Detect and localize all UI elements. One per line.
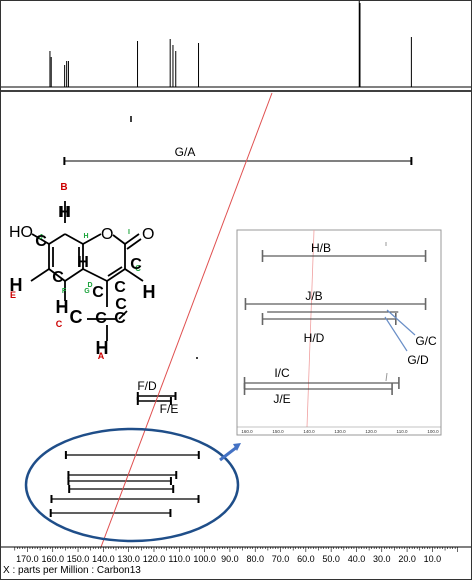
inset-correlation-label: H/D [304, 331, 325, 345]
atom-label: C [52, 269, 64, 286]
atom-label: C [70, 307, 83, 327]
axis-tick-label: 150.0 [67, 554, 90, 564]
atom-label: C [56, 319, 63, 329]
atom-label: H [59, 204, 71, 221]
inset-tick-label: 120.0 [365, 429, 377, 434]
atom-label: H [83, 233, 88, 240]
inset-correlation-label: J/B [305, 289, 322, 303]
correlation-label: F/D [137, 379, 157, 393]
top-projection [1, 0, 471, 92]
atom-label: C [130, 256, 142, 273]
atom-label: D [87, 282, 92, 289]
axis-tick-label: 170.0 [16, 554, 39, 564]
atom-label: F [62, 288, 67, 295]
inset-tick-label: 110.0 [397, 429, 408, 434]
axis-tick-label: 60.0 [297, 554, 315, 564]
atom-label: C [115, 296, 127, 313]
inset-tick-label: 160.0 [241, 429, 253, 434]
molecule-bonds [30, 201, 144, 341]
correlation-label: G/A [175, 145, 196, 159]
axis-tick-label: 70.0 [272, 554, 290, 564]
axis-tick-label: 80.0 [246, 554, 264, 564]
inset-tick-label: 100.0 [427, 429, 439, 434]
axis-tick-label: 30.0 [373, 554, 391, 564]
atom-label: H [143, 282, 156, 302]
atom-label: C [92, 284, 104, 301]
atom-label: I [128, 229, 130, 236]
axis-tick-label: 20.0 [398, 554, 416, 564]
zoom-arrow [219, 445, 238, 462]
axis-tick-label: 120.0 [143, 554, 166, 564]
axis-tick-label: 50.0 [322, 554, 340, 564]
axis-tick-label: 130.0 [117, 554, 140, 564]
atom-label: J [39, 234, 43, 241]
axis-tick-label: 140.0 [92, 554, 115, 564]
inset-correlation-label: I/C [274, 366, 290, 380]
atom-label: C [35, 233, 47, 250]
axis-tick-label: 110.0 [168, 554, 190, 564]
zoom-inset: H/B J/B H/D I/C J/E G/C G/D 160.0 150.0 140.0 130.… [236, 229, 442, 436]
atom-label: B [60, 182, 67, 193]
carbonyl-oxygen-label: O [142, 226, 154, 243]
axis-tick-label: 100.0 [193, 554, 216, 564]
atom-label: E [10, 290, 16, 300]
inset-noise-peak [385, 372, 388, 382]
inset-tick-label: 130.0 [334, 429, 346, 434]
axis-tick-label: 160.0 [41, 554, 64, 564]
inset-annotation-arrow [386, 309, 416, 336]
inset-frame [236, 229, 442, 436]
atom-label: A [98, 351, 105, 361]
x-axis-label: X : parts per Million : Carbon13 [3, 565, 141, 576]
hydroxyl-label: HO [9, 224, 33, 241]
atom-label: H [56, 297, 69, 317]
ring-oxygen-label: O [101, 226, 113, 243]
inset-arrow-label: G/C [415, 334, 437, 348]
inset-correlation-label: J/E [273, 392, 290, 406]
atom-label: H [58, 204, 70, 221]
atom-label: G [84, 288, 90, 295]
atom-label: C [95, 310, 107, 327]
atom-label: C [114, 279, 126, 296]
inset-tick-label: 140.0 [303, 429, 315, 434]
inset-diagonal-line [306, 229, 315, 428]
zoom-arrow-head [233, 443, 241, 451]
axis-tick-label: 10.0 [424, 554, 442, 564]
atom-label: C [135, 264, 141, 273]
inset-annotation-arrow [384, 316, 408, 352]
atom-label: C [114, 310, 126, 327]
inset-tick-label: 150.0 [272, 429, 284, 434]
cluster-highlight-ellipse [24, 427, 240, 543]
inset-arrow-label: G/D [407, 353, 429, 367]
inset-correlation-label: H/B [311, 241, 331, 255]
axis-tick-label: 40.0 [348, 554, 366, 564]
correlation-label: F/E [160, 402, 179, 416]
atom-label: H [77, 254, 89, 271]
axis-tick-label: 90.0 [221, 554, 239, 564]
atom-label: H [96, 338, 109, 358]
diagonal-reference-line [100, 92, 273, 548]
atom-label: H [10, 275, 23, 295]
main-plot-area: G/A F/DF/E [49, 116, 413, 517]
